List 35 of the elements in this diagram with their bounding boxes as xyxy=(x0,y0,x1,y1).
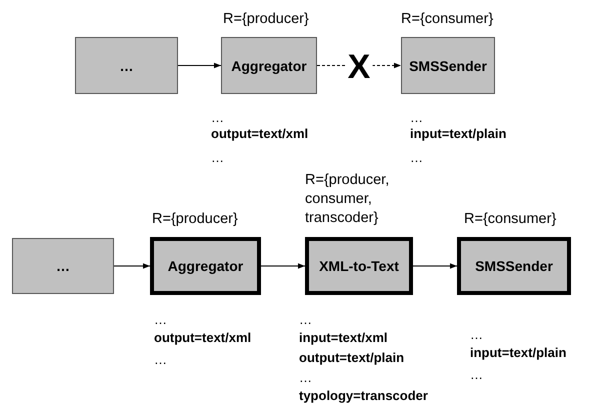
property-line: … xyxy=(410,110,423,126)
process-box xyxy=(75,37,178,94)
arrow xyxy=(412,263,458,269)
property-line: … xyxy=(299,370,312,386)
property-line: input=text/plain xyxy=(470,345,566,361)
property-line: … xyxy=(211,110,224,126)
property-line: … xyxy=(154,352,167,368)
property-line: output=text/xml xyxy=(211,126,308,142)
role-set-label: R={producer, consumer, transcoder} xyxy=(305,171,390,228)
property-line: … xyxy=(470,367,483,383)
box-label: Aggregator xyxy=(168,258,244,274)
property-line: … xyxy=(299,312,312,328)
arrow xyxy=(260,263,306,269)
box-label: XML-to-Text xyxy=(319,258,399,274)
arrow xyxy=(178,62,222,68)
property-line: output=text/plain xyxy=(299,350,404,366)
property-line: typology=transcoder xyxy=(299,388,428,404)
property-line: input=text/plain xyxy=(410,126,506,142)
process-box xyxy=(12,238,114,294)
role-set-label: R={producer} xyxy=(152,210,238,229)
property-line: output=text/xml xyxy=(154,330,252,346)
arrow xyxy=(114,263,150,269)
role-set-label: R={consumer} xyxy=(401,10,494,29)
box-label: … xyxy=(120,58,134,74)
box-label: SMSSender xyxy=(409,58,487,74)
role-set-label: R={producer} xyxy=(223,10,309,29)
property-line: input=text/xml xyxy=(299,330,388,346)
box-label: … xyxy=(56,258,70,274)
role-set-label: R={consumer} xyxy=(464,210,556,229)
property-line: … xyxy=(470,327,483,343)
property-line: … xyxy=(410,150,423,166)
box-label: Aggregator xyxy=(231,58,307,74)
box-label: SMSSender xyxy=(475,258,553,274)
property-line: … xyxy=(154,312,167,328)
property-line: … xyxy=(211,150,224,166)
